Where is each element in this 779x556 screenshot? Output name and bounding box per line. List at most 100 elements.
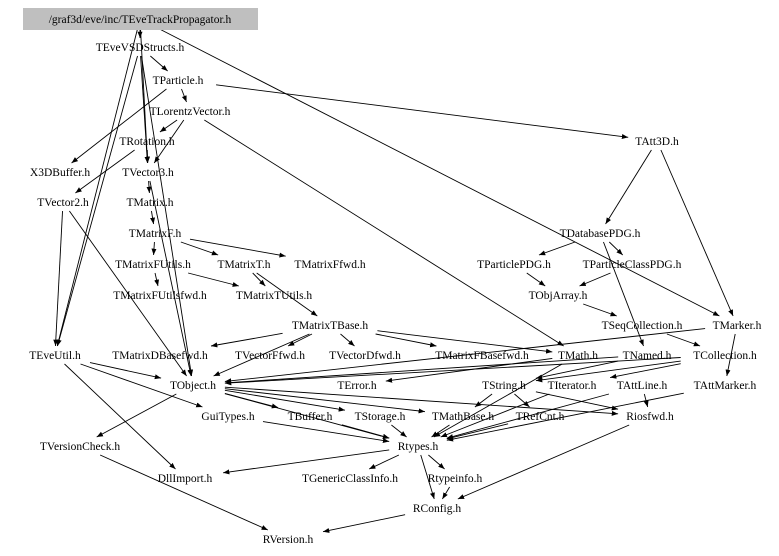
- node-TObject[interactable]: TObject.h: [170, 380, 216, 392]
- node-X3DBuffer[interactable]: X3DBuffer.h: [30, 167, 90, 179]
- edge-TString-to-TRefCnt: [514, 393, 530, 408]
- node-TVector2[interactable]: TVector2.h: [37, 197, 89, 209]
- node-TEveUtil[interactable]: TEveUtil.h: [29, 350, 81, 362]
- node-root[interactable]: /graf3d/eve/inc/TEveTrackPropagator.h: [23, 8, 258, 30]
- edge-Riosfwd-to-RConfig: [457, 424, 630, 500]
- edge-TEveVSDStructs-to-TVector3: [140, 55, 150, 164]
- edge-TStorage-to-Rtypes: [391, 424, 407, 438]
- node-TParticleClassPDG[interactable]: TParticleClassPDG.h: [583, 259, 682, 271]
- node-TMath[interactable]: TMath.h: [558, 350, 598, 362]
- node-label: TAtt3D.h: [635, 136, 679, 148]
- node-RVersion[interactable]: RVersion.h: [263, 534, 314, 546]
- edge-TMatrixF-to-TMatrixFfwd: [189, 238, 286, 258]
- node-Riosfwd[interactable]: Riosfwd.h: [626, 411, 674, 423]
- node-TStorage[interactable]: TStorage.h: [355, 411, 406, 423]
- root-node-box: [23, 8, 258, 30]
- node-GuiTypes[interactable]: GuiTypes.h: [201, 411, 254, 423]
- edge-TMatrixTBase-to-TVectorDfwd: [340, 333, 355, 347]
- node-TRefCnt[interactable]: TRefCnt.h: [516, 411, 565, 423]
- node-TMatrixFUtils[interactable]: TMatrixFUtils.h: [115, 259, 191, 271]
- node-TMarker[interactable]: TMarker.h: [713, 320, 762, 332]
- node-TVectorDfwd[interactable]: TVectorDfwd.h: [329, 350, 401, 362]
- node-TVersionCheck[interactable]: TVersionCheck.h: [40, 441, 120, 453]
- node-TMathBase[interactable]: TMathBase.h: [432, 411, 495, 423]
- edge-TCollection-to-TString: [535, 360, 681, 383]
- node-label: TMatrixFUtilsfwd.h: [113, 290, 207, 302]
- edge-TObjArray-to-TSeqCollection: [583, 303, 617, 317]
- node-label: TRotation.h: [119, 136, 175, 148]
- node-label: TAttMarker.h: [694, 380, 757, 392]
- edge-TMath-to-Rtypes: [433, 363, 563, 438]
- node-TVectorFfwd[interactable]: TVectorFfwd.h: [235, 350, 305, 362]
- node-TLorentzVector[interactable]: TLorentzVector.h: [150, 106, 231, 118]
- node-TMatrix[interactable]: TMatrix.h: [127, 197, 174, 209]
- node-TMatrixFBasefwd[interactable]: TMatrixFBasefwd.h: [435, 350, 529, 362]
- node-TMatrixF[interactable]: TMatrixF.h: [129, 228, 182, 240]
- node-TMatrixFfwd[interactable]: TMatrixFfwd.h: [294, 259, 365, 271]
- edge-TMathBase-to-Rtypes: [431, 424, 450, 438]
- node-label: TVectorFfwd.h: [235, 350, 305, 362]
- edge-TMatrixF-to-TMatrixT: [180, 241, 219, 256]
- edge-TVector2-to-TEveUtil: [53, 210, 63, 347]
- node-TBuffer[interactable]: TBuffer.h: [288, 411, 333, 423]
- node-label: TGenericClassInfo.h: [302, 473, 398, 485]
- node-RConfig[interactable]: RConfig.h: [413, 503, 461, 515]
- node-TSeqCollection[interactable]: TSeqCollection.h: [602, 320, 683, 332]
- node-label: TIterator.h: [548, 380, 597, 392]
- node-Rtypeinfo[interactable]: Rtypeinfo.h: [428, 473, 483, 485]
- node-TMatrixTUtils[interactable]: TMatrixTUtils.h: [236, 290, 313, 302]
- node-DllImport[interactable]: DllImport.h: [158, 473, 213, 485]
- edge-TAtt3D-to-TDatabasePDG: [605, 149, 652, 225]
- edge-TEveUtil-to-GuiTypes: [80, 363, 203, 408]
- node-label: X3DBuffer.h: [30, 167, 90, 179]
- node-TAtt3D[interactable]: TAtt3D.h: [635, 136, 679, 148]
- edge-TDatabasePDG-to-TParticlePDG: [538, 241, 576, 256]
- node-TAttLine[interactable]: TAttLine.h: [617, 380, 668, 392]
- node-TError[interactable]: TError.h: [337, 380, 377, 392]
- edge-Rtypes-to-DllImport: [223, 449, 390, 475]
- node-TIterator[interactable]: TIterator.h: [548, 380, 597, 392]
- node-TString[interactable]: TString.h: [482, 380, 526, 392]
- node-TNamed[interactable]: TNamed.h: [623, 350, 672, 362]
- node-label: TMatrixF.h: [129, 228, 182, 240]
- node-label: TVector2.h: [37, 197, 89, 209]
- node-TMatrixDBasefwd[interactable]: TMatrixDBasefwd.h: [112, 350, 208, 362]
- node-TDatabasePDG[interactable]: TDatabasePDG.h: [560, 228, 641, 240]
- edge-TParticle-to-TLorentzVector: [181, 88, 187, 103]
- node-label: TMatrixTUtils.h: [236, 290, 313, 302]
- edge-TIterator-to-Rtypes: [440, 393, 550, 438]
- node-TCollection[interactable]: TCollection.h: [693, 350, 757, 362]
- edge-TString-to-Riosfwd: [535, 391, 619, 411]
- edge-GuiTypes-to-Rtypes: [262, 421, 390, 443]
- node-label: TMatrixT.h: [217, 259, 270, 271]
- edge-TParticleClassPDG-to-TObjArray: [579, 272, 611, 287]
- edge-TBuffer-to-Rtypes: [341, 424, 390, 439]
- node-TRotation[interactable]: TRotation.h: [119, 136, 175, 148]
- node-TGenericClassInfo[interactable]: TGenericClassInfo.h: [302, 473, 398, 485]
- node-Rtypes[interactable]: Rtypes.h: [398, 441, 439, 453]
- edge-TDatabasePDG-to-TParticleClassPDG: [608, 241, 624, 256]
- node-TMatrixTBase[interactable]: TMatrixTBase.h: [292, 320, 369, 332]
- node-TEveVSDStructs[interactable]: TEveVSDStructs.h: [96, 42, 185, 54]
- node-TParticlePDG[interactable]: TParticlePDG.h: [477, 259, 551, 271]
- node-label: TAttLine.h: [617, 380, 668, 392]
- node-label: TParticlePDG.h: [477, 259, 551, 271]
- edge-TMatrix-to-TMatrixF: [150, 210, 156, 225]
- node-TVector3[interactable]: TVector3.h: [122, 167, 174, 179]
- edge-TLorentzVector-to-TMath: [204, 119, 564, 347]
- node-TMatrixT[interactable]: TMatrixT.h: [217, 259, 270, 271]
- node-label: TEveVSDStructs.h: [96, 42, 185, 54]
- node-label: Rtypes.h: [398, 441, 439, 453]
- node-TAttMarker[interactable]: TAttMarker.h: [694, 380, 757, 392]
- edge-root-to-TEveUtil: [56, 27, 139, 347]
- edge-TMarker-to-TAttMarker: [725, 333, 736, 377]
- edge-TRotation-to-TVector2: [75, 149, 135, 194]
- node-label: TError.h: [337, 380, 377, 392]
- node-TParticle[interactable]: TParticle.h: [153, 75, 204, 87]
- node-label: RConfig.h: [413, 503, 461, 515]
- edge-TMatrixF-to-TMatrixFUtils: [151, 241, 157, 256]
- edge-TVector3-to-TObject: [149, 180, 193, 377]
- node-TMatrixFUtilsfwd[interactable]: TMatrixFUtilsfwd.h: [113, 290, 207, 302]
- edge-RConfig-to-RVersion: [322, 514, 406, 533]
- node-TObjArray[interactable]: TObjArray.h: [529, 290, 588, 302]
